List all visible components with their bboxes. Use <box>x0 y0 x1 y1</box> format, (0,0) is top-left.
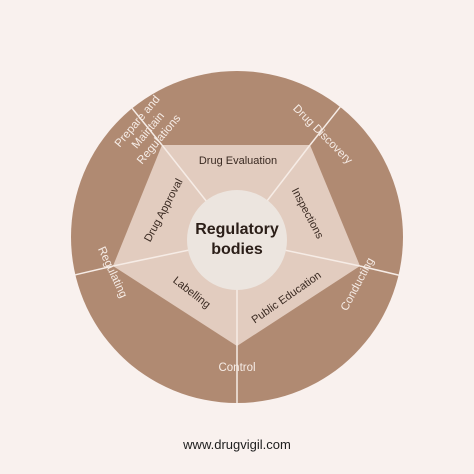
ring-divider <box>359 265 399 276</box>
pentagon-segment-drug-evaluation: Drug Evaluation <box>199 155 277 167</box>
center-label-line2: bodies <box>211 241 263 258</box>
ring-divider <box>131 107 163 146</box>
center-circle <box>187 190 287 290</box>
ring-divider <box>309 106 341 146</box>
pentagon-label: Drug Evaluation <box>199 155 277 167</box>
ring-divider <box>75 265 114 276</box>
ring-label: Control <box>218 362 255 374</box>
website-url: www.drugvigil.com <box>183 437 291 452</box>
ring-segment-control: Control <box>218 362 255 374</box>
center-label-line1: Regulatory <box>195 221 279 238</box>
